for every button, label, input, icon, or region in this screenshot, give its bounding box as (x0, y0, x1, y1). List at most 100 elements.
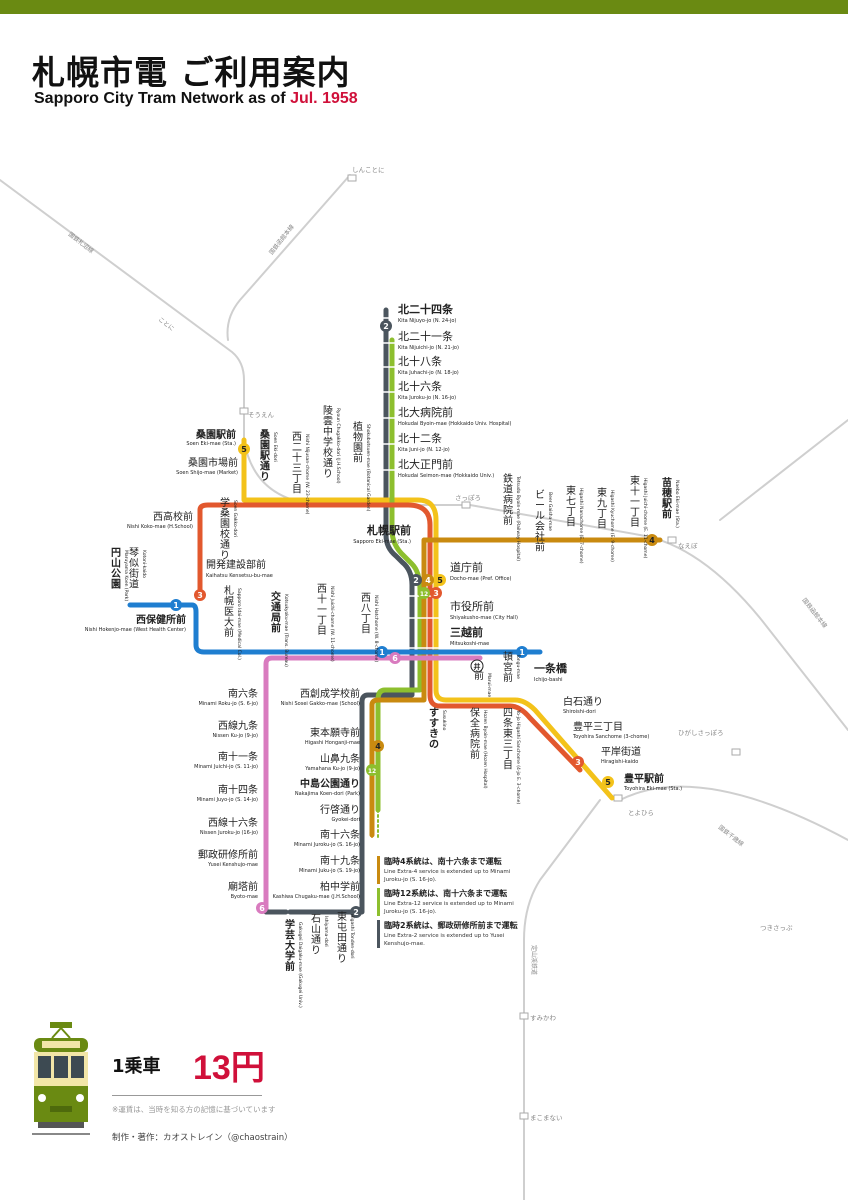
station-name-ja-char: 東 (566, 484, 576, 497)
station-name-ja-char: 前 (285, 960, 295, 973)
station-name-ja: 豊平駅前 (624, 772, 664, 785)
jr-station-marker (239, 407, 249, 415)
station-name-ja-char: 街 (129, 567, 139, 580)
station-name-ja-char: 前 (535, 541, 545, 554)
tram-icon (32, 1022, 90, 1135)
station-name-ja: 北二十四条 (398, 302, 454, 316)
station-name-ja-char: 目 (317, 626, 327, 637)
station-name-ja-char: 通 (220, 539, 230, 551)
station-name-ja-char: 一 (317, 605, 327, 616)
station-name-ja-char: 大 (285, 939, 295, 952)
line-number-badge (350, 906, 362, 918)
station-name-ja-char: 前 (224, 626, 234, 639)
jr-station-marker (667, 536, 677, 544)
station-name-ja-char: 七 (566, 496, 576, 508)
station-name-en: Ishiyama-dori (323, 916, 329, 947)
jr-station-marker (461, 501, 471, 509)
station-name-ja: 西線九条 (218, 719, 258, 732)
station-name-ja: 桑園駅前 (195, 428, 236, 441)
station-name-en: Beer Gaisha-mae (547, 492, 553, 531)
station-name-ja-char: 鉄 (503, 472, 513, 485)
station-name-ja-char: 中 (323, 425, 333, 438)
station-name-en: Nakajima Koen-dori (Park) (295, 791, 360, 797)
station-name-ja-char: 校 (323, 446, 333, 459)
station-name-en: Mitsukoshi-mae (450, 641, 489, 647)
station-name-en: Yusei Kenshujo-mae (207, 862, 258, 868)
station-name-ja: 行啓通り (320, 803, 360, 816)
station-name-ja: 平岸街道 (601, 745, 641, 758)
tram-line-6 (263, 655, 483, 915)
rail-hakodate-line-naebo (719, 419, 848, 521)
station-name-ja-char: ー (535, 501, 545, 512)
station-name-en: Kita Nijuichi-jo (N. 21-jo) (398, 345, 459, 351)
station-name-ja-char: 屯 (337, 921, 347, 934)
line-number-badge (602, 776, 614, 788)
line-number-badge (376, 646, 388, 658)
station-name-en: Soen Eki-dori (272, 432, 278, 462)
service-note-en: Line Extra-12 service is extended up to … (384, 901, 514, 915)
station-name-ja-char: 丁 (503, 750, 513, 761)
station-name-en: Minami Juyo-jo (S. 14-jo) (197, 797, 258, 803)
line-number-label: 3 (197, 591, 203, 600)
station-name-ja-char: 目 (503, 761, 513, 772)
station-name-ja-char: 通 (337, 943, 347, 955)
station-name-en: Hiragishi-kaido (601, 759, 638, 765)
station-name-ja: 郵政研修所前 (198, 848, 258, 861)
subtitle-date: Jul. 1958 (290, 90, 358, 107)
station-name-ja-char: 社 (535, 530, 545, 543)
station-name-ja-char: 目 (597, 520, 607, 531)
station-name-en: Nishi Sosei Gakko-mae (School) (281, 701, 360, 707)
station-name-en: Hozen Byoin-mae (Hozen Hospital) (482, 710, 488, 789)
jr-line-label: 国鉄函館本線 (800, 596, 828, 629)
station-name-en: Soen Gakko-dori (232, 500, 238, 537)
station-name-ja: 開発建設部前 (206, 558, 266, 571)
station-name-en: Naebo Eki-mae (Sta.) (674, 480, 680, 528)
station-name-en: Minami Juroku-jo (S. 16-jo) (294, 842, 360, 848)
station-name-en: Kashiwa Chugaku-mae (J.H.School) (273, 894, 360, 900)
station-name-ja-char: 全 (470, 717, 480, 730)
station-name-en: Toyohira Sanchome (3-chome) (572, 734, 649, 740)
jr-line-label: 定山渓鉄道 (530, 945, 538, 975)
service-color-bar (377, 920, 380, 948)
station-name-ja: 南六条 (228, 687, 258, 700)
jr-station-label: そうえん (248, 411, 275, 419)
station-name-ja: 東本願寺前 (310, 726, 360, 739)
station-name-ja-char: 局 (270, 612, 281, 624)
station-name-en: Kita Juhachi-jo (N. 18-jo) (398, 370, 459, 376)
station-name-en: Toyohira Eki-mae (Sta.) (623, 786, 682, 792)
line-number-badge (646, 534, 658, 546)
station-name-ja-char: 前 (662, 508, 672, 521)
station-name-en: Nishi Koko-mae (H.School) (127, 524, 193, 530)
station-name-ja: 西線十六条 (208, 816, 258, 829)
station-name-ja-char: 目 (566, 518, 576, 529)
jr-station-label: ひがしさっぽろ (678, 728, 724, 737)
station-name-ja-char: 学 (220, 496, 230, 509)
station-name-en: Higashi Nanachome (E. 7-chome) (578, 488, 584, 564)
station-name-en: Tongu-mae (515, 653, 521, 679)
station-name-ja-char: 丁 (361, 614, 371, 625)
line-number-label: 2 (383, 322, 389, 331)
jr-station-marker (613, 794, 623, 802)
station-name-en: Kita Juroku-jo (N. 16-jo) (398, 395, 456, 401)
station-name-en: Nishi Hokenjo-mae (West Health Center) (85, 627, 186, 633)
station-name-ja-char: ビ (535, 489, 545, 501)
line-number-label: 2 (413, 576, 419, 585)
station-name-en: Ryoun Chugakko-dori (J.H.School) (335, 408, 341, 484)
station-name-ja-char: 目 (630, 518, 640, 529)
jr-station-label: なえぼ (678, 542, 698, 550)
service-note-ja: 臨時4系統は、南十六条まで運転 (384, 857, 502, 866)
line-number-badge (389, 652, 401, 664)
station-name-en: Higashi Kyuchome (E. 9-chome) (609, 490, 615, 562)
tram-line-1 (127, 602, 543, 655)
station-name-ja-char: 前 (503, 671, 513, 684)
station-name-ja: 白石通り (563, 695, 603, 708)
service-note-ja: 臨時12系統は、南十六条まで運転 (384, 889, 508, 898)
